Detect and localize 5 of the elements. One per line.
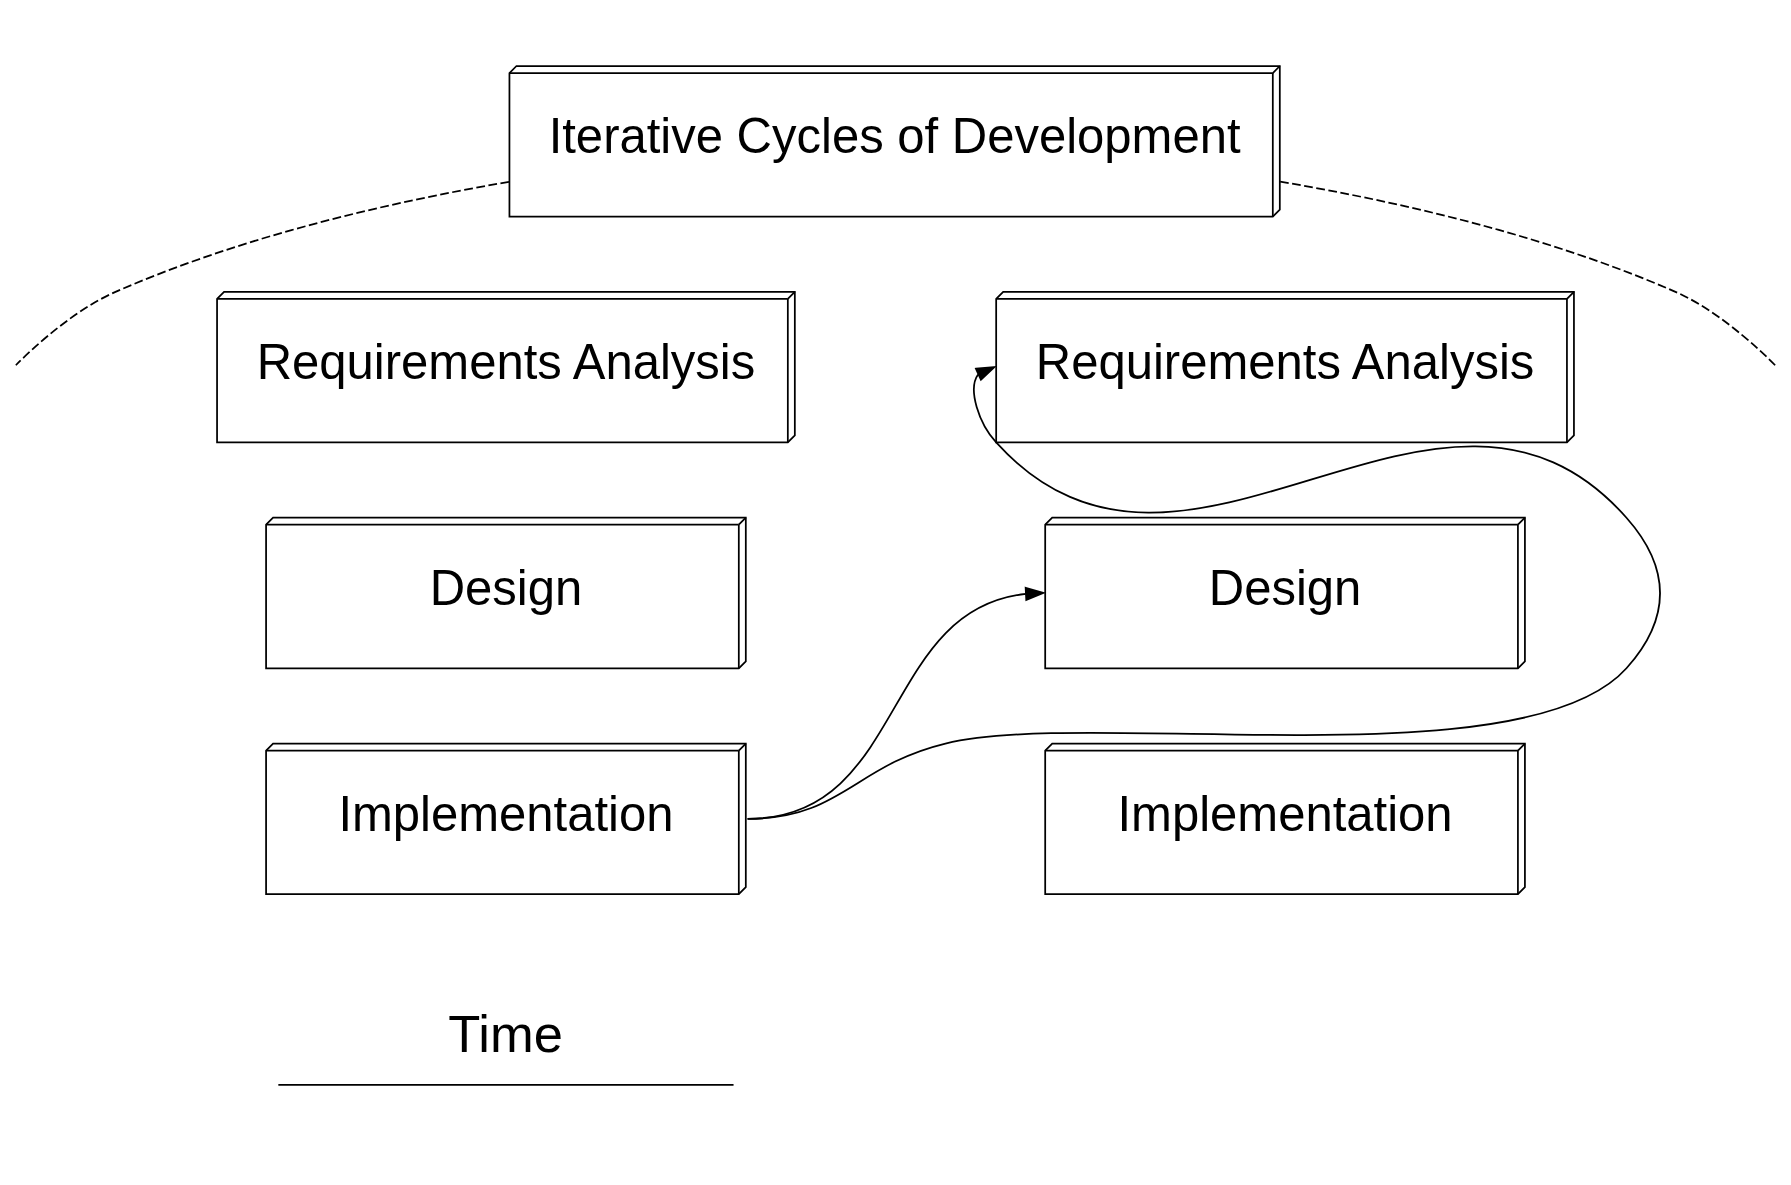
connector: [14, 180, 510, 366]
label: Time: [448, 1003, 563, 1063]
arrow: [746, 586, 1047, 820]
arrow: [746, 365, 1661, 820]
connector: [1279, 180, 1777, 366]
